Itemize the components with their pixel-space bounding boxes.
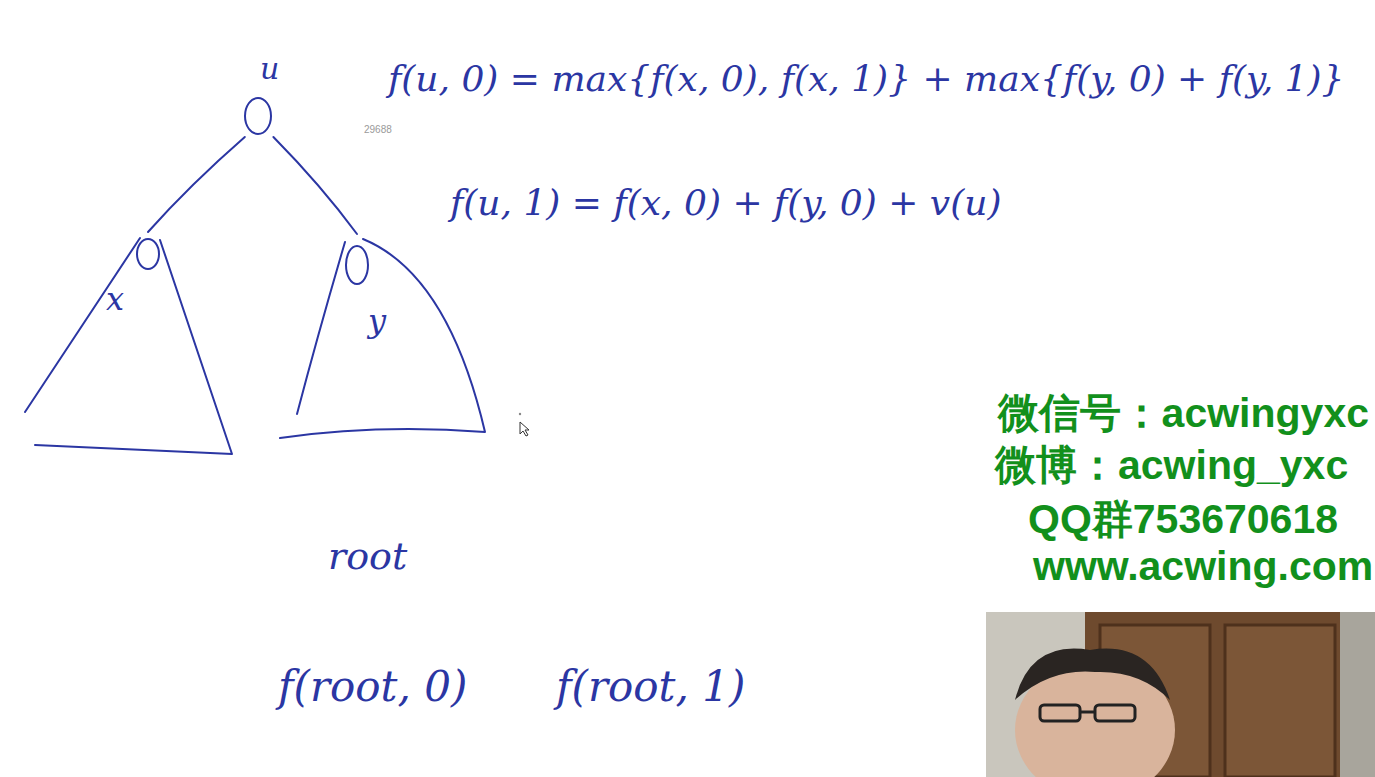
- tree-node: u: [236, 52, 280, 137]
- tree-edge: [148, 137, 245, 232]
- node-name: u: [260, 52, 279, 85]
- subtree: y: [278, 234, 490, 442]
- formula: f(root, 0): [278, 662, 467, 711]
- formula: f(root, 1): [556, 662, 745, 711]
- subtree-name: x: [106, 282, 124, 317]
- watermark: 微信号：acwingyxc: [998, 386, 1369, 441]
- subtree: x: [20, 232, 242, 460]
- node-outline: [20, 232, 242, 460]
- root-label: root: [328, 534, 407, 578]
- dot: [519, 413, 521, 415]
- webcam-video: [986, 612, 1375, 777]
- formula: f(u, 0) = max{f(x, 0), f(x, 1)} + max{f(…: [388, 58, 1344, 99]
- subtree-name: y: [368, 304, 386, 339]
- watermark: QQ群753670618: [1028, 492, 1338, 547]
- watermark: 微博：acwing_yxc: [995, 438, 1348, 493]
- formula: f(u, 1) = f(x, 0) + f(y, 0) + v(u): [450, 182, 1001, 223]
- watermark: www.acwing.com: [1033, 543, 1373, 590]
- cursor: [520, 422, 529, 436]
- watermark-number: 29688: [364, 124, 392, 135]
- tree-edge: [273, 137, 357, 234]
